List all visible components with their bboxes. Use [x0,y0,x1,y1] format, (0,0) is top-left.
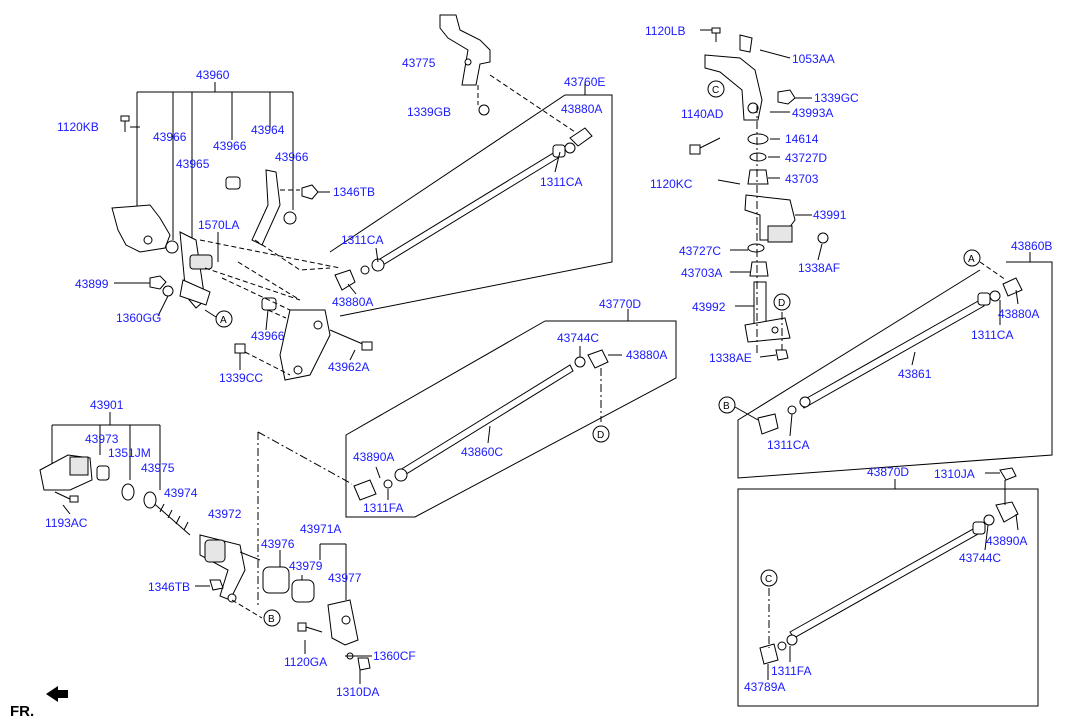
ref-circle-c-bottom: C [765,574,772,585]
ref-circle-a: A [220,315,227,326]
part-label-1360cf: 1360CF [373,649,416,663]
part-label-43962a: 43962A [328,360,369,374]
part-label-43966-a: 43966 [153,130,187,144]
part-label-43703: 43703 [785,172,819,186]
part-label-1193ac: 1193AC [45,516,88,530]
part-label-1120lb: 1120LB [645,24,685,38]
part-label-1053aa: 1053AA [792,52,835,66]
part-label-43744c-a: 43744C [557,331,599,345]
part-label-1120kb: 1120KB [57,120,99,134]
part-label-1360gg: 1360GG [116,311,161,325]
part-label-43979: 43979 [289,559,323,573]
part-label-43890a-a: 43890A [353,450,394,464]
part-label-1339gb: 1339GB [407,105,451,119]
part-label-43993a: 43993A [792,106,833,120]
part-label-1346tb-a: 1346TB [333,185,375,199]
part-label-43977: 43977 [328,571,362,585]
part-label-43974: 43974 [164,486,198,500]
part-label-43727c: 43727C [679,244,721,258]
part-label-1311fa-a: 1311FA [363,501,403,515]
part-label-1351jm: 1351JM [108,446,151,460]
part-label-43899: 43899 [75,277,109,291]
part-label-43789a: 43789A [744,680,785,694]
part-label-1570la: 1570LA [198,218,239,232]
part-label-1339gc: 1339GC [814,91,859,105]
part-label-43960: 43960 [196,68,230,82]
part-label-1311fa-b: 1311FA [771,664,811,678]
ref-circle-a-right: A [968,254,975,265]
fr-label: FR. [10,703,34,720]
part-label-1120ga: 1120GA [284,655,327,669]
part-label-1311ca-d: 1311CA [767,438,809,452]
part-label-43992: 43992 [692,300,726,314]
part-label-43975: 43975 [141,461,175,475]
part-label-43744c-b: 43744C [959,551,1001,565]
group-43860b: A B [718,249,1053,479]
part-label-43775: 43775 [402,56,436,70]
part-label-14614: 14614 [785,132,819,146]
part-label-1346tb-b: 1346TB [148,580,190,594]
ref-circle-c-top: C [712,85,719,96]
part-label-43880a-a: 43880A [561,102,602,116]
part-label-1310ja: 1310JA [934,467,975,481]
part-label-43972: 43972 [208,507,242,521]
part-label-43861: 43861 [898,367,932,381]
part-label-1311ca-a: 1311CA [540,175,582,189]
part-label-1310da: 1310DA [336,685,379,699]
part-label-43870d: 43870D [867,465,909,479]
part-label-43880a-b: 43880A [332,295,373,309]
part-label-1311ca-c: 1311CA [971,328,1013,342]
part-label-43964: 43964 [251,123,285,137]
part-label-43860b: 43860B [1011,239,1052,253]
part-label-43966-b: 43966 [213,139,247,153]
part-label-43880a-c: 43880A [998,307,1039,321]
part-label-43966-d: 43966 [251,329,285,343]
part-label-43976: 43976 [261,537,295,551]
ref-circle-d-top: D [778,298,785,309]
group-43770d: D [345,309,677,518]
front-direction-indicator: FR. [10,686,68,720]
part-label-43703a: 43703A [681,266,722,280]
part-label-1311ca-b: 1311CA [341,233,383,247]
group-43991: C D [689,27,829,361]
part-label-43860c: 43860C [461,445,503,459]
part-label-43991: 43991 [813,208,847,222]
ref-circle-d-mid: D [597,430,604,441]
ref-circle-b-right: B [723,401,730,412]
group-43960: A [111,82,373,381]
part-label-43965: 43965 [176,157,210,171]
part-label-43727d: 43727D [785,151,827,165]
group-43870d: C [737,467,1039,707]
part-label-43760e: 43760E [564,75,605,89]
part-label-43973: 43973 [85,432,119,446]
part-label-43880a-d: 43880A [626,348,667,362]
part-label-1338af: 1338AF [798,261,840,275]
part-label-43770d: 43770D [599,297,641,311]
part-label-1140ad: 1140AD [681,107,724,121]
part-label-43890a-b: 43890A [986,534,1027,548]
part-label-43901: 43901 [90,398,124,412]
group-43760e [329,14,613,317]
ref-circle-b-left: B [268,614,275,625]
group-43901: B [39,412,372,684]
part-label-1120kc: 1120KC [650,177,693,191]
part-label-43966-c: 43966 [275,150,309,164]
part-label-1339cc: 1339CC [219,371,263,385]
part-label-43971a: 43971A [300,522,341,536]
part-labels: 43960 1120KB 43966 43965 43966 43964 439… [45,24,1052,699]
part-label-1338ae: 1338AE [709,351,752,365]
